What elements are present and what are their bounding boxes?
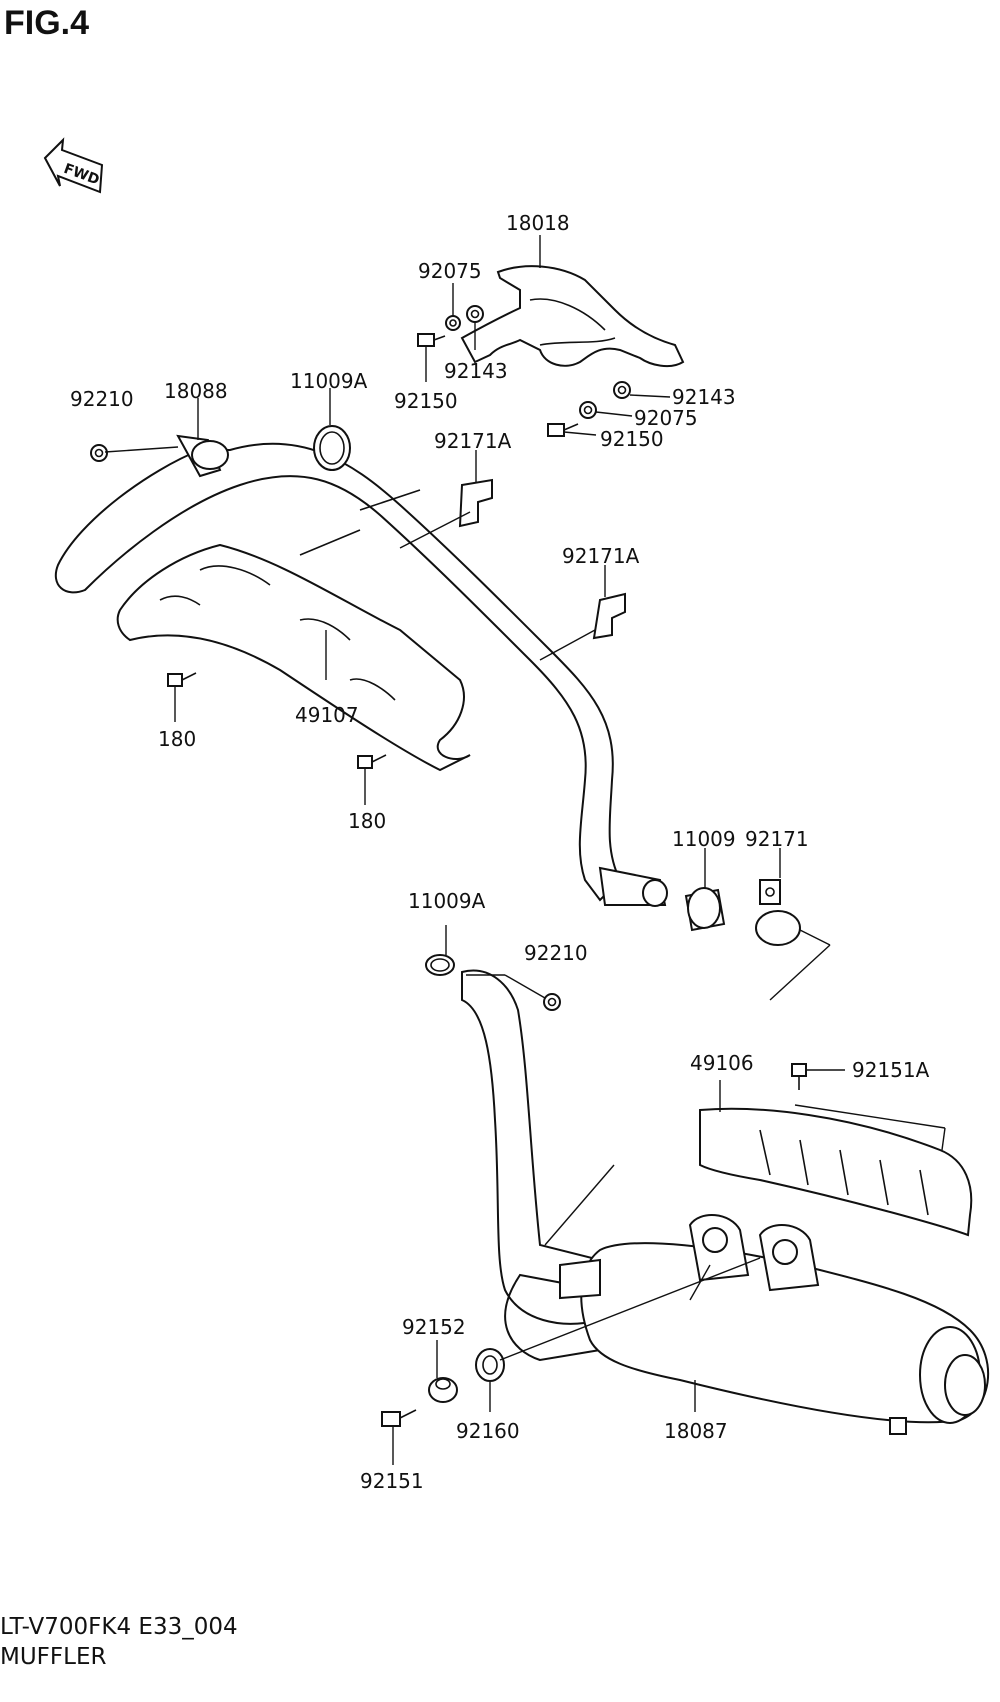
label-92171: 92171 <box>745 827 809 851</box>
label-92143-upper: 92143 <box>444 359 508 383</box>
figure-name: MUFFLER <box>0 1644 107 1670</box>
clamp-92171A-lower[interactable] <box>592 592 626 640</box>
grommet-92160[interactable] <box>475 1348 505 1382</box>
label-92150-upper: 92150 <box>394 389 458 413</box>
bolt-92151[interactable] <box>381 1409 417 1427</box>
label-18018: 18018 <box>506 211 570 235</box>
nut-92075-lower[interactable] <box>579 401 597 419</box>
heat-guard-18018[interactable] <box>460 265 685 368</box>
washer-92143-lower[interactable] <box>613 381 631 399</box>
label-92075-lower: 92075 <box>634 406 698 430</box>
label-92152: 92152 <box>402 1315 466 1339</box>
label-92210-upper: 92210 <box>70 387 134 411</box>
gasket-11009A-lower[interactable] <box>425 954 455 976</box>
label-49107: 49107 <box>295 703 359 727</box>
label-49106: 49106 <box>690 1051 754 1075</box>
nut-92210-upper[interactable] <box>90 444 108 462</box>
leader-lines <box>104 235 946 1465</box>
bolt-180-lower[interactable] <box>357 754 387 769</box>
nut-92075-upper[interactable] <box>445 315 461 331</box>
label-18087: 18087 <box>664 1419 728 1443</box>
bolt-180-upper[interactable] <box>167 672 197 687</box>
figure-footer: LT-V700FK4 E33_004 MUFFLER <box>0 1612 238 1672</box>
label-11009A-lower: 11009A <box>408 889 486 913</box>
label-92150-lower: 92150 <box>600 427 664 451</box>
bolt-92150-lower[interactable] <box>547 423 579 437</box>
label-92210-lower: 92210 <box>524 941 588 965</box>
washer-92143-upper[interactable] <box>466 305 484 323</box>
label-11009A-upper: 11009A <box>290 369 368 393</box>
collar-92152[interactable] <box>428 1377 458 1403</box>
forward-arrow-icon: FWD <box>43 137 104 194</box>
bolt-92151A[interactable] <box>791 1063 807 1090</box>
figure-title: FIG.4 <box>4 4 90 42</box>
figure-code: LT-V700FK4 E33_004 <box>0 1614 238 1640</box>
gasket-11009-sleeve[interactable] <box>684 887 726 932</box>
nut-92210-lower[interactable] <box>543 993 561 1011</box>
label-180-lower: 180 <box>348 809 386 833</box>
label-180-upper: 180 <box>158 727 196 751</box>
label-92171A-lower: 92171A <box>562 544 640 568</box>
label-92143-lower: 92143 <box>672 385 736 409</box>
bolt-92150-upper[interactable] <box>417 333 446 347</box>
heat-shield-49107[interactable] <box>116 543 471 772</box>
clamp-92171[interactable] <box>755 879 801 946</box>
label-92160: 92160 <box>456 1419 520 1443</box>
clamp-92171A-upper[interactable] <box>458 478 493 528</box>
label-18088: 18088 <box>164 379 228 403</box>
label-11009: 11009 <box>672 827 736 851</box>
gasket-11009A-upper[interactable] <box>313 425 351 471</box>
heat-shield-49106[interactable] <box>699 1107 973 1237</box>
label-92151: 92151 <box>360 1469 424 1493</box>
exhaust-pipe-18088[interactable] <box>55 434 668 907</box>
label-92151A: 92151A <box>852 1058 930 1082</box>
label-92171A-upper: 92171A <box>434 429 512 453</box>
label-92075-upper: 92075 <box>418 259 482 283</box>
